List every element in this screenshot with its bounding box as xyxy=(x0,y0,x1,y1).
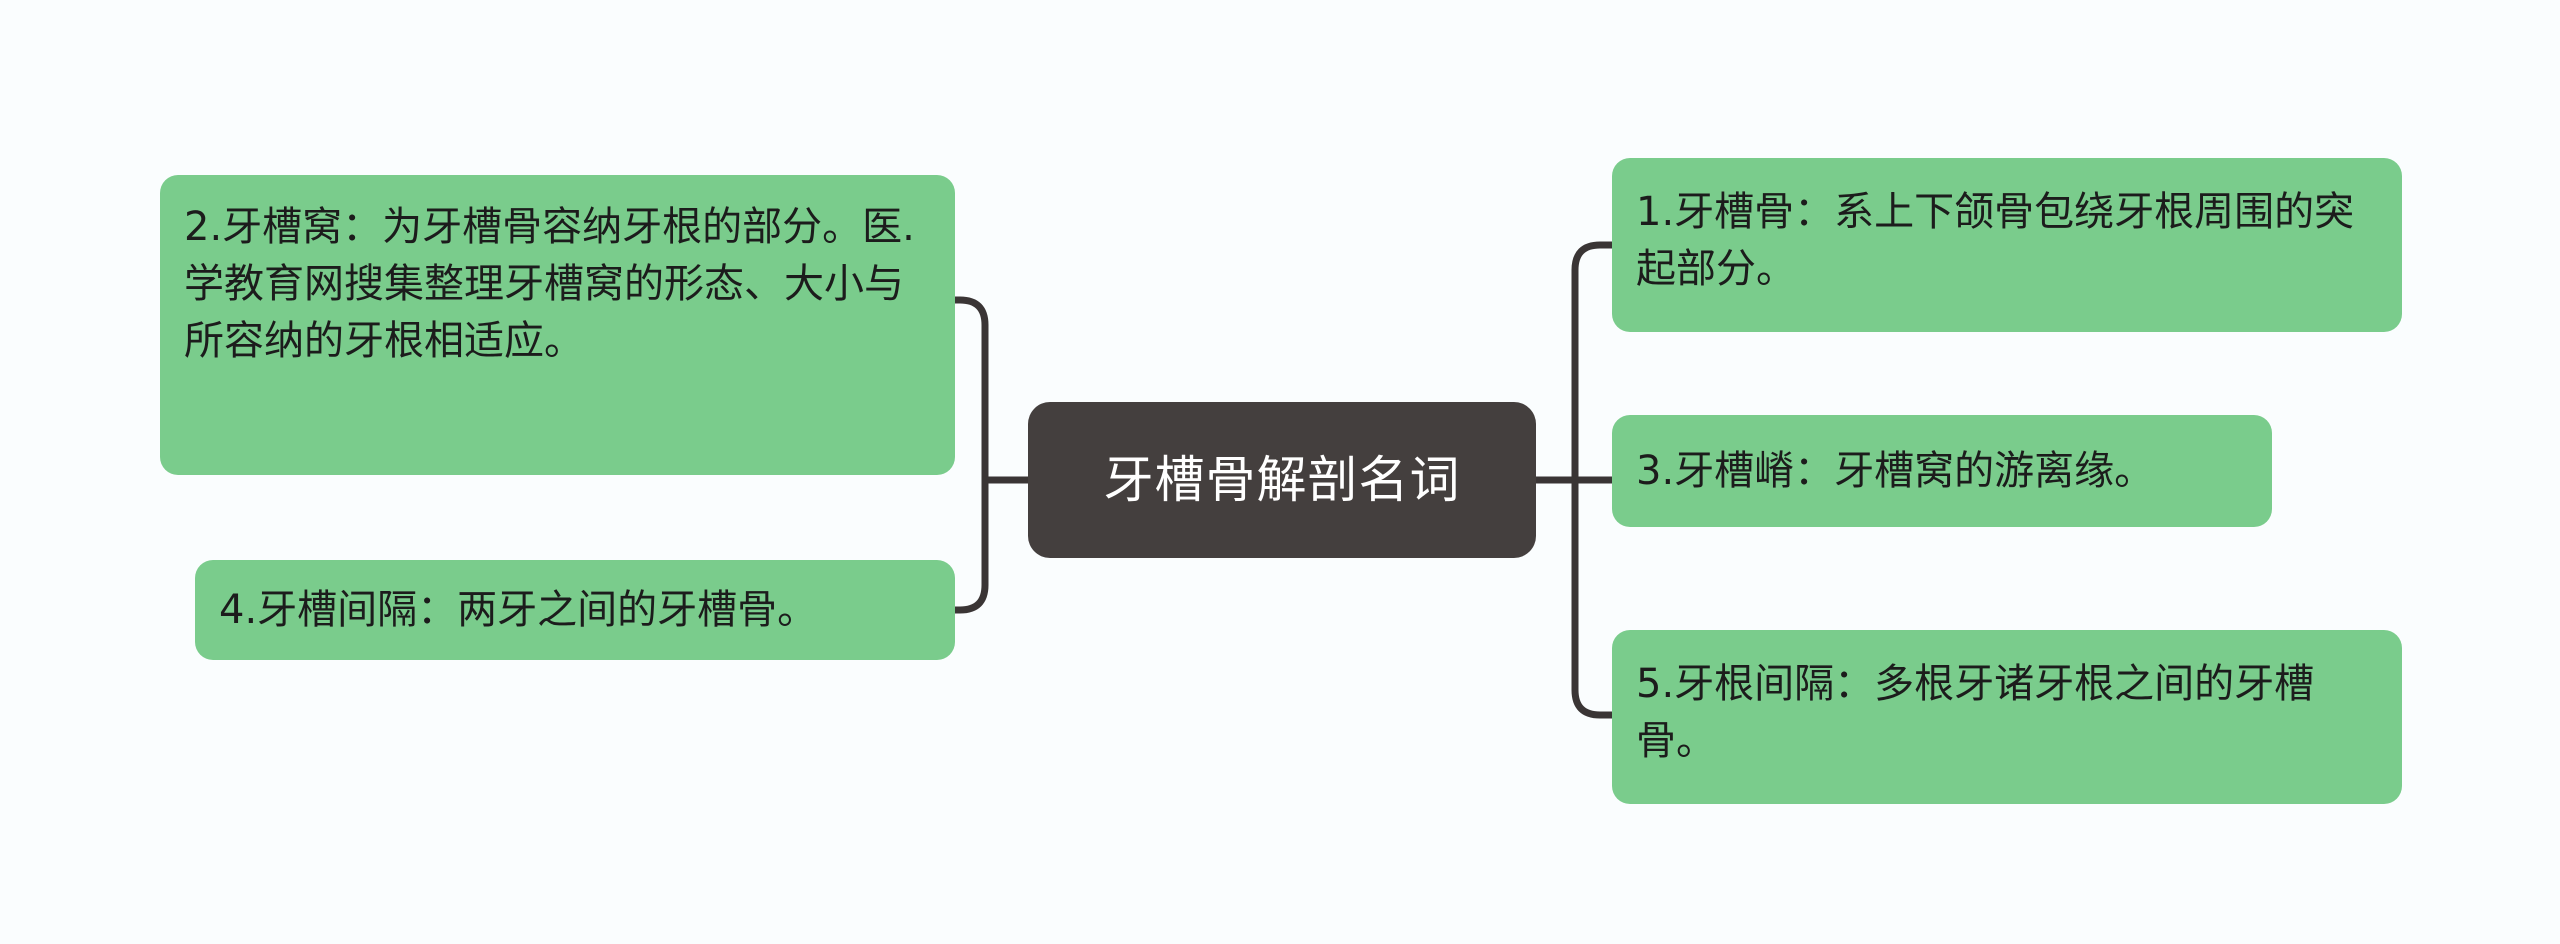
branch-node-alveolar-crest[interactable]: 3.牙槽嵴：牙槽窝的游离缘。 xyxy=(1612,415,2272,527)
branch-node-alveolar-bone[interactable]: 1.牙槽骨：系上下颌骨包绕牙根周围的突起部分。 xyxy=(1612,158,2402,332)
branch-node-label: 4.牙槽间隔：两牙之间的牙槽骨。 xyxy=(219,586,818,633)
branch-node-label: 5.牙根间隔：多根牙诸牙根之间的牙槽骨。 xyxy=(1636,661,2315,764)
center-node-label: 牙槽骨解剖名词 xyxy=(1103,451,1461,509)
branch-node-interalveolar-septum[interactable]: 4.牙槽间隔：两牙之间的牙槽骨。 xyxy=(195,560,955,660)
branch-node-label: 1.牙槽骨：系上下颌骨包绕牙根周围的突起部分。 xyxy=(1636,189,2355,292)
branch-node-label: 2.牙槽窝：为牙槽骨容纳牙根的部分。医.学教育网搜集整理牙槽窝的形态、大小与所容… xyxy=(184,204,915,364)
branch-node-label: 3.牙槽嵴：牙槽窝的游离缘。 xyxy=(1636,447,2155,494)
connector-to-node-5 xyxy=(1571,476,1616,719)
branch-node-alveolar-socket[interactable]: 2.牙槽窝：为牙槽骨容纳牙根的部分。医.学教育网搜集整理牙槽窝的形态、大小与所容… xyxy=(160,175,955,475)
center-node[interactable]: 牙槽骨解剖名词 xyxy=(1028,402,1536,558)
branch-node-interradicular-septum[interactable]: 5.牙根间隔：多根牙诸牙根之间的牙槽骨。 xyxy=(1612,630,2402,804)
connector-to-node-1 xyxy=(1571,241,1616,484)
